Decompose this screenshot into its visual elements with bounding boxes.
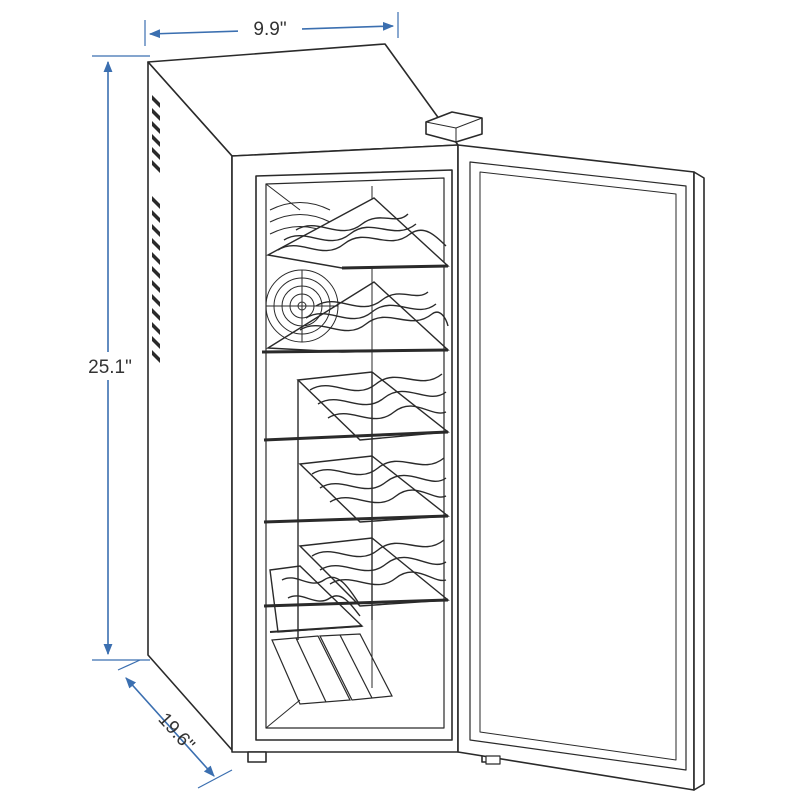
wine-shelf-4 — [263, 455, 450, 524]
side-vents — [152, 95, 160, 363]
cabinet — [147, 43, 499, 763]
width-dimension: 9.9" — [144, 12, 399, 46]
wine-shelf-5 — [263, 537, 450, 608]
wine-shelf-1 — [265, 197, 450, 270]
height-dimension: 25.1" — [78, 55, 150, 661]
cabinet-side-panel — [147, 61, 233, 751]
door-glass-panel — [469, 161, 687, 771]
depth-label: 19.6" — [154, 709, 199, 756]
height-label: 25.1" — [88, 357, 132, 378]
door[interactable] — [425, 111, 705, 791]
door-outer-frame — [457, 144, 695, 791]
floor-grille — [271, 633, 393, 705]
width-label: 9.9" — [253, 19, 286, 40]
bottom-rack — [269, 565, 364, 633]
wine-racks — [261, 197, 450, 705]
wine-shelf-2 — [261, 281, 450, 354]
door-hinge — [425, 111, 483, 143]
depth-dimension-line — [125, 677, 215, 777]
